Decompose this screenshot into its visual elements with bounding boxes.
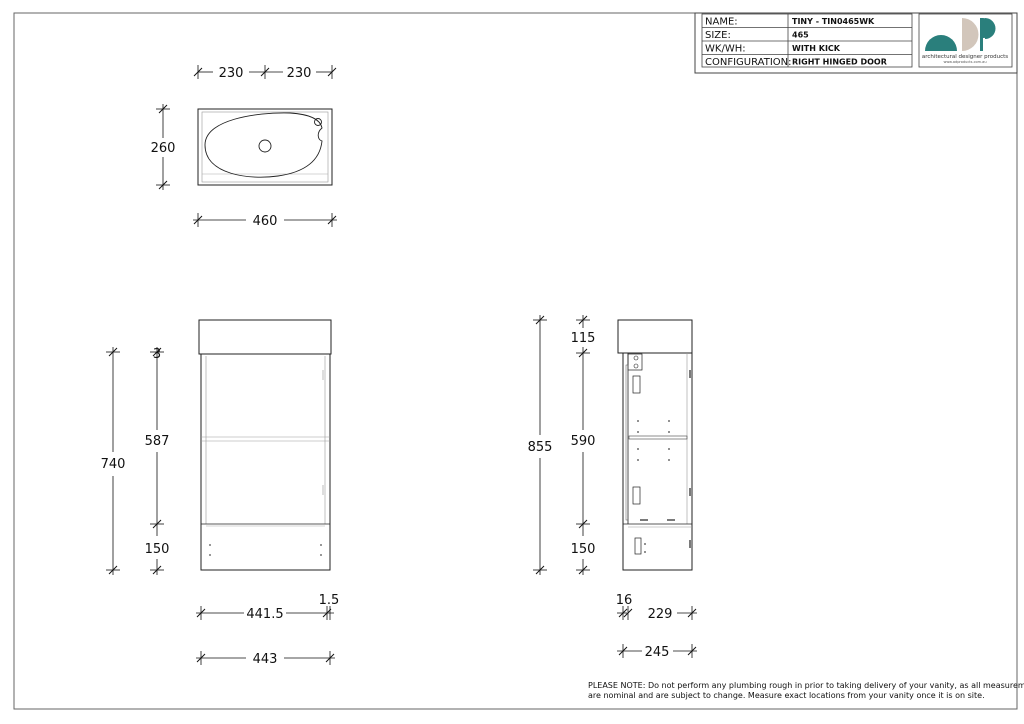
front-view: 740 3 587 150 441.5 1.5 443 (101, 319, 340, 667)
dim-side-top: 115 (571, 331, 596, 346)
note-line-1: PLEASE NOTE: Do not perform any plumbing… (588, 681, 1024, 690)
logo-text: architectural designer products (922, 54, 1008, 60)
side-view: 855 115 590 150 16 229 245 (528, 315, 697, 660)
dim-top-width: 460 (253, 214, 278, 229)
title-value-name: TINY - TIN0465WK (792, 17, 875, 26)
top-view: 230 230 260 460 (151, 65, 337, 229)
title-label-size: SIZE: (705, 30, 731, 41)
dim-side-panel: 16 (616, 593, 633, 608)
title-value-configuration: RIGHT HINGED DOOR (792, 58, 887, 67)
dim-front-width: 443 (253, 652, 278, 667)
title-label-wkwh: WK/WH: (705, 44, 746, 55)
dim-front-door: 587 (145, 434, 170, 449)
dim-side-kick: 150 (571, 542, 596, 557)
adp-logo-icon (925, 18, 996, 52)
dim-top-depth: 260 (151, 141, 176, 156)
title-label-configuration: CONFIGURATION: (705, 57, 792, 68)
dim-front-inner: 441.5 (246, 607, 283, 622)
sheet-border (13, 12, 1018, 710)
dim-side-body: 590 (571, 434, 596, 449)
title-value-wkwh: WITH KICK (792, 44, 841, 53)
dim-front-gap: 3 (153, 347, 161, 362)
dim-front-kick: 150 (145, 542, 170, 557)
dim-front-total: 740 (101, 457, 126, 472)
dim-side-total: 855 (528, 440, 553, 455)
dim-side-depth: 245 (645, 645, 670, 660)
dim-side-inner: 229 (648, 607, 673, 622)
note-line-2: are nominal and are subject to change. M… (588, 691, 985, 700)
title-label-name: NAME: (705, 17, 738, 28)
dim-top-right: 230 (287, 66, 312, 81)
dim-top-left: 230 (219, 66, 244, 81)
logo-url: www.adproducts.com.au (943, 60, 986, 64)
title-block: NAME: TINY - TIN0465WK SIZE: 465 WK/WH: … (694, 12, 1018, 74)
dim-front-offset: 1.5 (319, 593, 340, 608)
title-value-size: 465 (792, 31, 809, 40)
